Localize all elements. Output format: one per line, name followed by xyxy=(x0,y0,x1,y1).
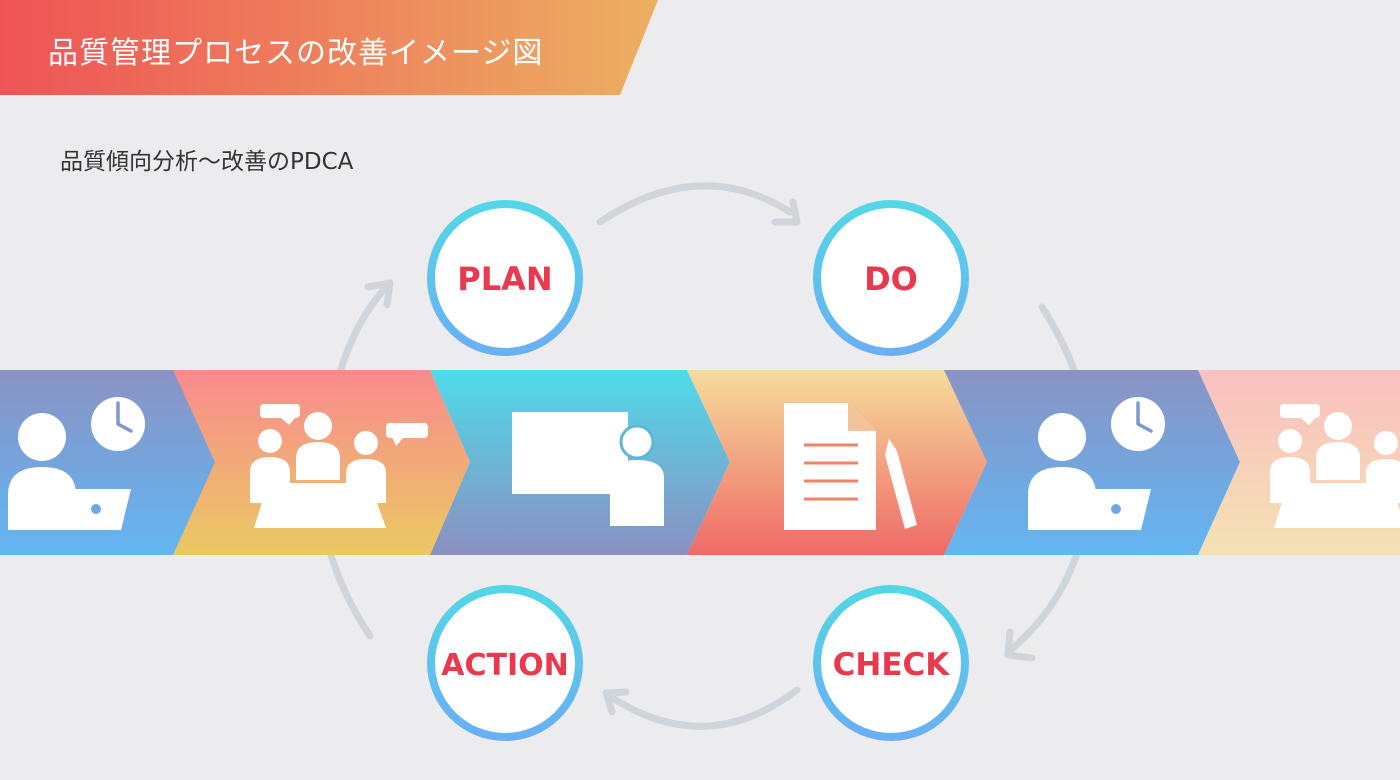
cycle-arrow-plan-do xyxy=(596,182,794,226)
page-subtitle: 品質傾向分析〜改善のPDCA xyxy=(60,149,354,175)
process-band xyxy=(0,370,1400,555)
cycle-node-check: CHECK xyxy=(813,585,969,741)
cycle-node-plan: PLAN xyxy=(427,200,583,356)
do-label: DO xyxy=(864,260,918,298)
process-step-desk-work-2 xyxy=(944,370,1240,555)
person-laptop-clock-icon-2 xyxy=(1028,397,1165,530)
document-pen-icon xyxy=(784,403,917,530)
cycle-node-action: ACTION xyxy=(427,585,583,741)
meeting-group-icon-2 xyxy=(1270,404,1400,528)
cycle-arrow-check-action xyxy=(604,686,801,730)
cycle-node-do: DO xyxy=(813,200,969,356)
title-banner: 品質管理プロセスの改善イメージ図 xyxy=(0,0,660,95)
title-banner-shape xyxy=(0,0,658,95)
page-title: 品質管理プロセスの改善イメージ図 xyxy=(48,36,544,71)
plan-label: PLAN xyxy=(457,260,552,298)
check-label: CHECK xyxy=(833,647,951,683)
presenter-whiteboard-icon xyxy=(512,412,664,526)
action-label: ACTION xyxy=(441,648,568,683)
meeting-group-icon xyxy=(250,404,428,528)
person-laptop-clock-icon xyxy=(8,397,145,530)
